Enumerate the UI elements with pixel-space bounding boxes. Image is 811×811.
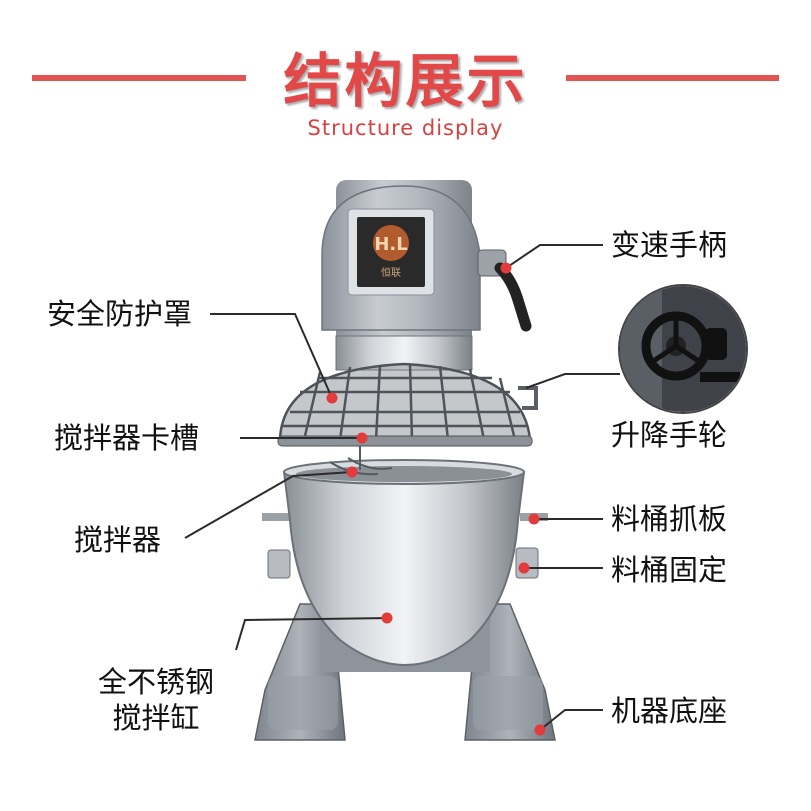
svg-text:H.L: H.L: [374, 234, 407, 255]
page-title: 结构展示: [283, 47, 528, 115]
marker-bowl-clamp: [528, 513, 540, 525]
page-subtitle: Structure display: [307, 116, 504, 140]
safety-guard: [277, 362, 538, 447]
label-safety-cover: 安全防护罩: [47, 297, 193, 331]
label-mixer: 搅拌器: [74, 523, 162, 557]
marker-mixer: [346, 466, 358, 478]
label-machine-base: 机器底座: [611, 694, 728, 728]
marker-base: [534, 724, 546, 736]
title-rule-right: [566, 75, 779, 81]
label-bowl-fix: 料桶固定: [611, 553, 728, 587]
lift-wheel-inset: [618, 284, 748, 414]
label-lift-wheel: 升降手轮: [611, 418, 728, 452]
marker-mixer-slot: [356, 432, 368, 444]
label-stainless-bowl-line2: 搅拌缸: [112, 701, 200, 735]
marker-safety-cover: [326, 392, 338, 404]
title-rule-left: [32, 75, 246, 81]
callout-lines: [184, 244, 620, 731]
label-speed-handle: 变速手柄: [611, 228, 728, 262]
callout-markers: [326, 262, 546, 736]
marker-bowl-fix: [518, 562, 530, 574]
label-stainless-bowl-line1: 全不锈钢: [97, 665, 214, 699]
label-stainless-bowl: 全不锈钢 搅拌缸: [84, 664, 228, 736]
brand-badge-text: 恒联: [381, 266, 401, 279]
marker-bowl: [381, 612, 393, 624]
machine-head: H.L 恒联: [321, 180, 532, 371]
label-bowl-clamp-plate: 料桶抓板: [611, 502, 728, 536]
label-mixer-slot: 搅拌器卡槽: [54, 421, 200, 455]
marker-speed-handle: [500, 262, 512, 274]
